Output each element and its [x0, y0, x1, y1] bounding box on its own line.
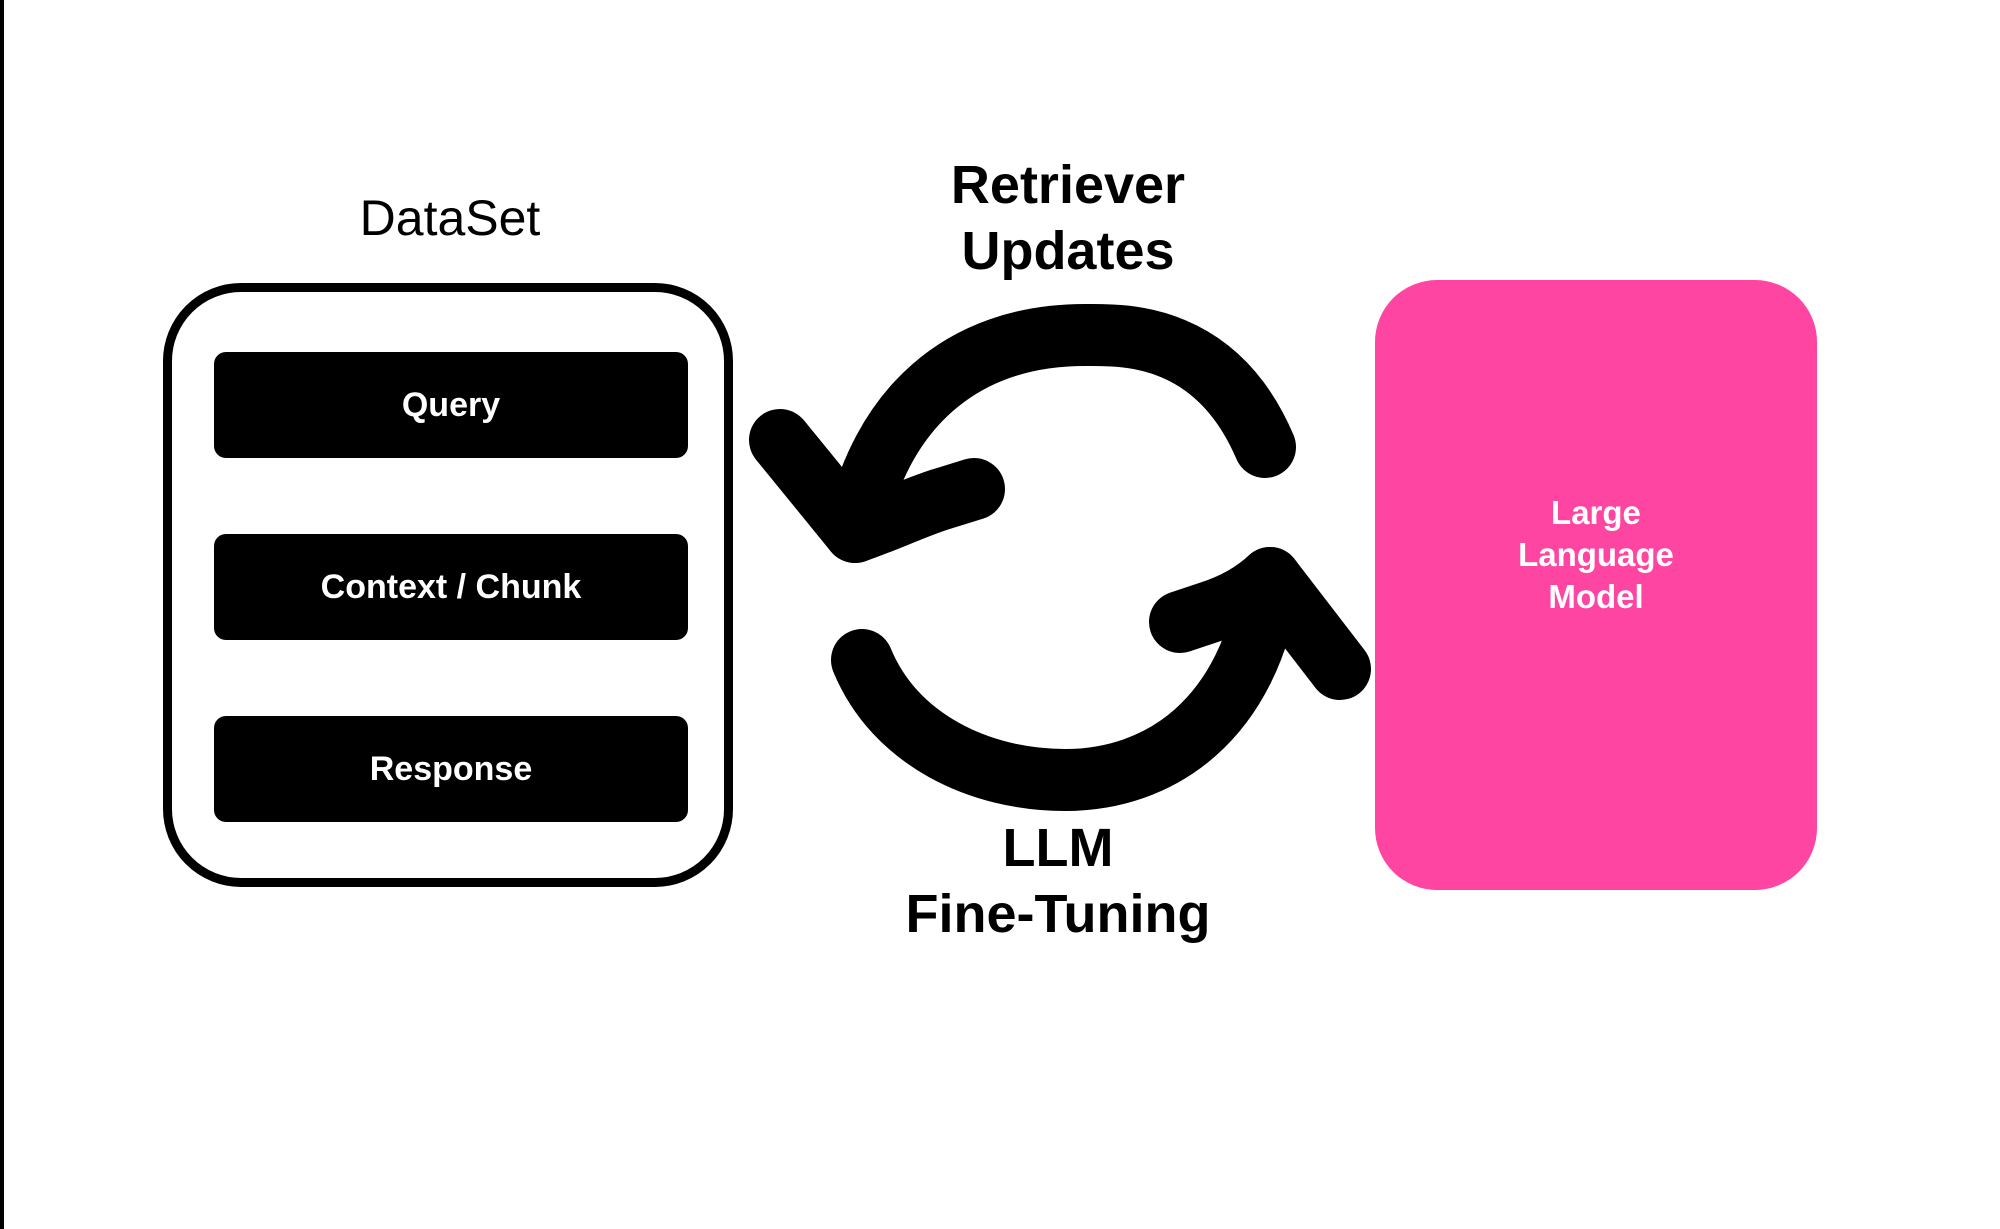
llm-fine-tuning-line-1: LLM	[1002, 818, 1114, 878]
llm-label-line-1: Large	[1551, 494, 1641, 531]
llm-label-line-3: Model	[1548, 578, 1644, 615]
dataset-field-query: Query	[214, 352, 688, 458]
retriever-update-arrowhead-icon	[749, 409, 1005, 563]
retriever-updates-line-2: Updates	[961, 221, 1175, 281]
llm-label: Large Language Model	[1518, 492, 1674, 618]
llm-fine-tuning-label: LLM Fine-Tuning	[858, 815, 1258, 947]
retriever-update-arrow-icon	[824, 303, 1296, 563]
llm-label-line-2: Language	[1518, 536, 1674, 573]
llm-finetune-arrowhead-icon	[1149, 547, 1371, 700]
dataset-field-response: Response	[214, 716, 688, 822]
llm-finetune-arrow-icon	[831, 547, 1301, 811]
left-border	[0, 0, 4, 1229]
dataset-field-context-chunk: Context / Chunk	[214, 534, 688, 640]
retriever-updates-label: Retriever Updates	[868, 152, 1268, 284]
dataset-title: DataSet	[359, 190, 541, 246]
llm-fine-tuning-line-2: Fine-Tuning	[905, 884, 1211, 944]
retriever-updates-line-1: Retriever	[950, 155, 1186, 215]
large-language-model-box: Large Language Model	[1375, 280, 1817, 890]
